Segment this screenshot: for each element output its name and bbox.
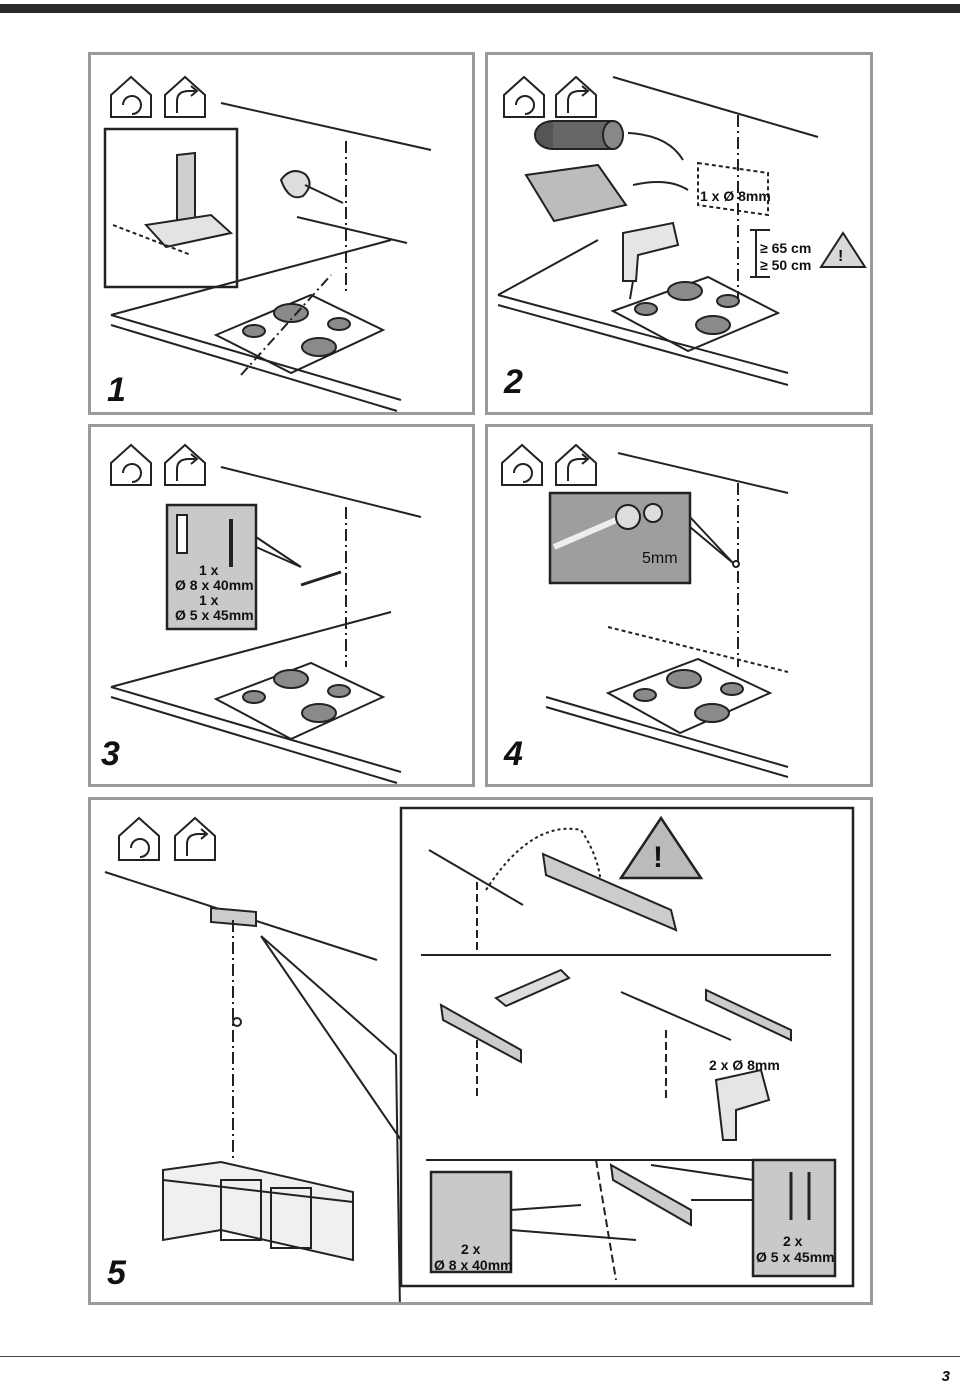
extraction-icon — [164, 75, 206, 118]
recirculation-icon — [503, 75, 545, 118]
gap-spec-label: 5mm — [642, 550, 678, 567]
step-4-panel: 5mm 4 — [485, 424, 873, 787]
warning-mark: ! — [838, 248, 844, 265]
screw-count-label: 1 x — [199, 592, 219, 608]
step-3-illustration — [110, 443, 422, 784]
recirculation-icon — [110, 443, 152, 486]
step-4-illustration — [501, 443, 789, 778]
step-number: 3 — [101, 735, 120, 773]
step-5-panel: ! 2 x Ø 8mm 2 x Ø 8 x 40mm 2 x Ø 5 x 45m… — [88, 797, 873, 1305]
recirculation-icon — [110, 75, 152, 118]
step-2-panel: 1 x Ø 8mm ≥ 65 cm ≥ 50 cm ! 2 — [485, 52, 873, 415]
step-2-illustration — [497, 75, 867, 386]
screw-size-label: Ø 5 x 45mm — [756, 1249, 835, 1265]
drill-spec-label: 1 x Ø 8mm — [700, 188, 771, 204]
footer-rule — [0, 1356, 960, 1357]
gas-hob-clearance: ≥ 50 cm — [760, 257, 812, 273]
step-1-panel: 1 — [88, 52, 475, 415]
plug-size-label: Ø 8 x 40mm — [175, 577, 254, 593]
extraction-icon — [555, 75, 597, 118]
page-number: 3 — [941, 1368, 950, 1385]
screw-size-label: Ø 5 x 45mm — [175, 607, 254, 623]
step-3-panel: 1 x Ø 8 x 40mm 1 x Ø 5 x 45mm 3 — [88, 424, 475, 787]
step-1-illustration — [103, 75, 432, 412]
step-5-illustration — [104, 806, 855, 1302]
top-rule — [0, 4, 960, 13]
step-number: 4 — [504, 735, 523, 773]
recirculation-icon — [501, 443, 543, 486]
screw-count-label: 2 x — [783, 1233, 803, 1249]
drill-spec-label: 2 x Ø 8mm — [709, 1057, 780, 1073]
extraction-icon — [174, 816, 216, 861]
plug-size-label: Ø 8 x 40mm — [434, 1257, 513, 1273]
step-number: 5 — [107, 1254, 126, 1292]
plug-count-label: 2 x — [461, 1241, 481, 1257]
recirculation-icon — [118, 816, 160, 861]
extraction-icon — [555, 443, 597, 486]
step-number: 1 — [107, 371, 126, 409]
plug-count-label: 1 x — [199, 562, 219, 578]
extraction-icon — [164, 443, 206, 486]
electric-hob-clearance: ≥ 65 cm — [760, 240, 812, 256]
step-number: 2 — [504, 363, 523, 401]
warning-mark: ! — [653, 841, 663, 874]
